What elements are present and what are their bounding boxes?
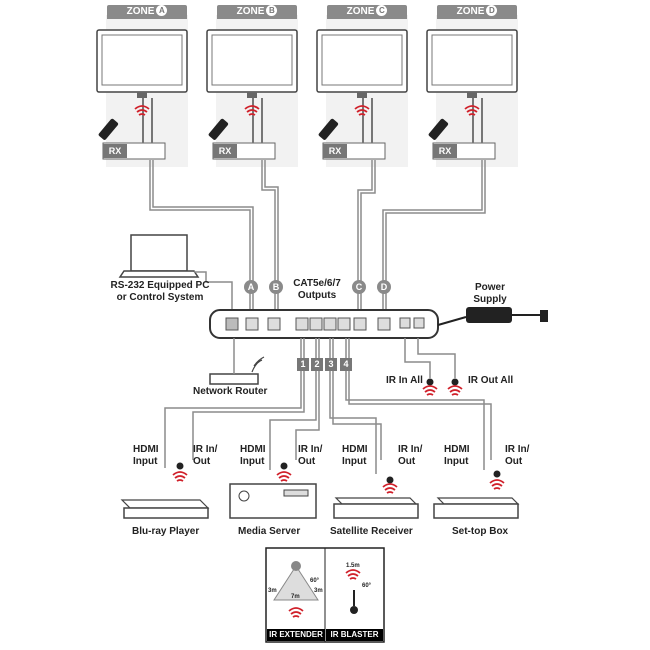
input-number-2: 2	[311, 358, 323, 371]
output-letter-c: C	[352, 280, 366, 294]
ir-out-all-label: IR Out All	[468, 375, 514, 386]
hdmi-label-4: HDMI Input	[444, 444, 470, 467]
tv-d	[426, 29, 518, 99]
matrix-switch	[209, 309, 439, 339]
ir-label-1: IR In/ Out	[193, 444, 218, 467]
legend-extender-left: 3m	[268, 588, 277, 594]
rs232-label: RS-232 Equipped PC or Control System	[110, 280, 210, 303]
legend-ir-extender-title: IR EXTENDER	[267, 629, 325, 641]
source-ir-emitters	[172, 462, 505, 494]
satellite-receiver-icon	[333, 497, 419, 519]
zone-letter-b: B	[266, 5, 278, 16]
legend-extender-range: 7m	[291, 594, 300, 600]
media-server-icon	[229, 483, 317, 519]
receiver-label-b: RX	[213, 144, 237, 158]
zone-letter-d: D	[486, 5, 498, 16]
input-number-1: 1	[297, 358, 309, 371]
receiver-label-d: RX	[433, 144, 457, 158]
source-name-1: Blu-ray Player	[132, 526, 200, 537]
source-name-2: Media Server	[238, 526, 301, 537]
hdmi-label-2: HDMI Input	[240, 444, 266, 467]
input-number-3: 3	[325, 358, 337, 371]
tv-b	[206, 29, 298, 99]
power-supply-label: Power Supply	[473, 282, 507, 305]
source-name-4: Set-top Box	[452, 526, 509, 537]
blu-ray-player-icon	[120, 499, 210, 519]
ir-label-3: IR In/ Out	[398, 444, 423, 467]
ir-label-4: IR In/ Out	[505, 444, 530, 467]
receiver-label-a: RX	[103, 144, 127, 158]
legend-blaster-range: 1.5m	[346, 563, 360, 569]
power-supply-icon	[437, 307, 548, 326]
outputs-label: CAT5e/6/7 Outputs	[293, 278, 341, 301]
cat-cables	[149, 160, 486, 318]
network-router-icon	[209, 356, 265, 385]
laptop-icon	[118, 234, 200, 278]
zone-letter-a: A	[156, 5, 168, 16]
tv-c	[316, 29, 408, 99]
input-number-4: 4	[340, 358, 352, 371]
zone-letter-c: C	[376, 5, 388, 16]
ir-label-2: IR In/ Out	[298, 444, 323, 467]
tv-a	[96, 29, 188, 99]
source-name-3: Satellite Receiver	[330, 526, 413, 537]
set-top-box-icon	[433, 497, 520, 519]
output-letter-b: B	[269, 280, 283, 294]
output-letter-d: D	[377, 280, 391, 294]
receiver-label-c: RX	[323, 144, 347, 158]
legend-extender-angle: 60°	[310, 578, 320, 584]
network-router-label: Network Router	[193, 386, 268, 397]
hdmi-label-3: HDMI Input	[342, 444, 368, 467]
legend-ir-blaster-title: IR BLASTER	[326, 629, 383, 641]
legend-blaster-angle: 60°	[362, 583, 372, 589]
legend-extender-right: 3m	[314, 588, 323, 594]
ir-in-all-label: IR In All	[386, 375, 423, 386]
hdmi-label-1: HDMI Input	[133, 444, 159, 467]
legend-box	[265, 547, 385, 643]
output-letter-a: A	[244, 280, 258, 294]
